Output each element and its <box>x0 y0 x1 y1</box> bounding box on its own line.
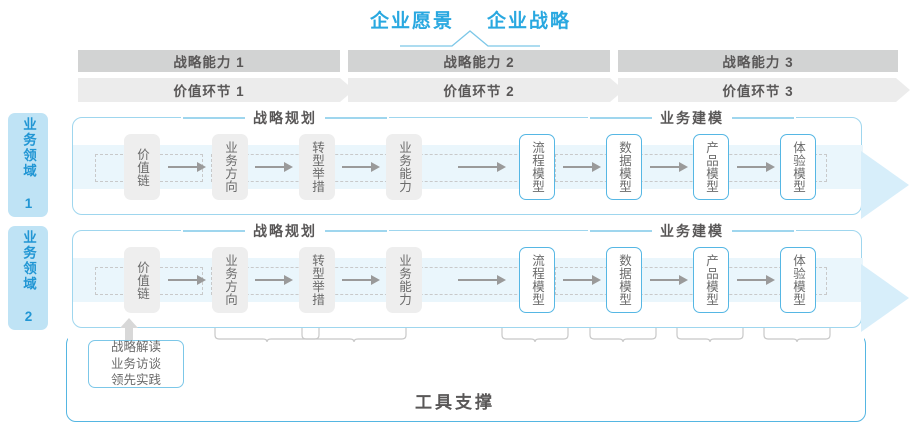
flow-arrow-icon <box>650 275 688 285</box>
node-transformation[interactable]: 转型举措 <box>299 134 335 200</box>
node-experience-model[interactable]: 体验模型 <box>780 134 816 200</box>
caption-rule-right <box>732 117 794 119</box>
strategic-capability-bar: 战略能力 1 战略能力 2 战略能力 3 <box>78 50 898 72</box>
bracket-connector-icon <box>589 328 657 342</box>
node-business-direction[interactable]: 业务方向 <box>212 247 248 313</box>
flow-arrow-icon <box>737 275 775 285</box>
flow-arrow-icon <box>255 162 293 172</box>
value-stage-cell-3[interactable]: 价值环节 3 <box>722 84 794 99</box>
enterprise-strategy-title: 企业战略 <box>487 11 572 32</box>
caption-rule-left <box>183 230 245 232</box>
flow-arrow-icon <box>458 162 506 172</box>
node-process-model[interactable]: 流程模型 <box>519 247 555 313</box>
caption-rule-left <box>590 230 652 232</box>
caption-rule-left <box>590 117 652 119</box>
upward-arrow-icon <box>120 318 138 340</box>
node-process-model[interactable]: 流程模型 <box>519 134 555 200</box>
caption-text: 业务建模 <box>660 110 724 126</box>
flow-arrowhead-icon <box>861 151 909 219</box>
bracket-connector-icon <box>501 328 569 342</box>
capability-cell-2[interactable]: 战略能力 2 <box>348 50 610 72</box>
sidebar-item-business-domain-2[interactable]: 业务领域 2 <box>8 226 48 330</box>
capability-cell-1[interactable]: 战略能力 1 <box>78 50 340 72</box>
node-business-capability[interactable]: 业务能力 <box>386 247 422 313</box>
business-domain-row-2: 战略规划 业务建模 价值链 业务方向 转型举措 业务能力 流程模型 数据模型 产… <box>72 221 909 332</box>
flow-arrow-icon <box>458 275 506 285</box>
caption-text: 战略规划 <box>253 110 317 126</box>
flow-arrow-icon <box>168 162 206 172</box>
node-value-chain[interactable]: 价值链 <box>124 247 160 313</box>
node-transformation[interactable]: 转型举措 <box>299 247 335 313</box>
node-data-model[interactable]: 数据模型 <box>606 134 642 200</box>
flow-arrow-icon <box>342 162 380 172</box>
flow-arrowhead-icon <box>861 264 909 332</box>
dashed-placeholder <box>555 267 827 295</box>
tool-support-title: 工具支撑 <box>415 393 495 412</box>
caption-text: 战略规划 <box>253 223 317 239</box>
flow-arrow-icon <box>168 275 206 285</box>
caption-rule-right <box>732 230 794 232</box>
node-product-model[interactable]: 产品模型 <box>693 134 729 200</box>
dashed-placeholder <box>555 154 827 182</box>
bracket-connector-icon <box>676 328 744 342</box>
tool-item-strategy-interpretation[interactable]: 战略解读业务访谈领先实践 <box>88 340 184 388</box>
flow-arrow-icon <box>342 275 380 285</box>
value-stage-cell-1[interactable]: 价值环节 1 <box>173 84 245 99</box>
node-business-capability[interactable]: 业务能力 <box>386 134 422 200</box>
node-experience-model[interactable]: 体验模型 <box>780 247 816 313</box>
section-caption-planning-1: 战略规划 <box>181 108 389 128</box>
bracket-connector-icon <box>763 328 831 342</box>
section-caption-planning-2: 战略规划 <box>181 221 389 241</box>
flow-arrow-icon <box>563 275 601 285</box>
node-business-direction[interactable]: 业务方向 <box>212 134 248 200</box>
caption-rule-right <box>325 230 387 232</box>
flow-arrow-icon <box>255 275 293 285</box>
flow-arrow-icon <box>563 162 601 172</box>
flow-arrow-icon <box>650 162 688 172</box>
node-product-model[interactable]: 产品模型 <box>693 247 729 313</box>
node-value-chain[interactable]: 价值链 <box>124 134 160 200</box>
caption-rule-left <box>183 117 245 119</box>
caption-rule-right <box>325 117 387 119</box>
vision-strategy-connector-icon <box>400 30 540 47</box>
section-caption-modeling-2: 业务建模 <box>588 221 796 241</box>
caption-text: 业务建模 <box>660 223 724 239</box>
section-caption-modeling-1: 业务建模 <box>588 108 796 128</box>
sidebar-item-business-domain-1[interactable]: 业务领域 1 <box>8 113 48 217</box>
enterprise-vision-title: 企业愿景 <box>370 11 455 32</box>
business-domain-row-1: 战略规划 业务建模 价值链 业务方向 转型举措 业务能力 流程模型 数据模型 产… <box>72 108 909 219</box>
node-data-model[interactable]: 数据模型 <box>606 247 642 313</box>
value-stage-chevrons-icon <box>78 78 910 102</box>
bracket-connector-icon <box>301 328 407 342</box>
flow-arrow-icon <box>737 162 775 172</box>
capability-cell-3[interactable]: 战略能力 3 <box>618 50 898 72</box>
tool-support-mask <box>68 332 864 380</box>
value-stage-cell-2[interactable]: 价值环节 2 <box>443 84 515 99</box>
value-stage-bar: 价值环节 1 价值环节 2 价值环节 3 <box>78 78 910 102</box>
